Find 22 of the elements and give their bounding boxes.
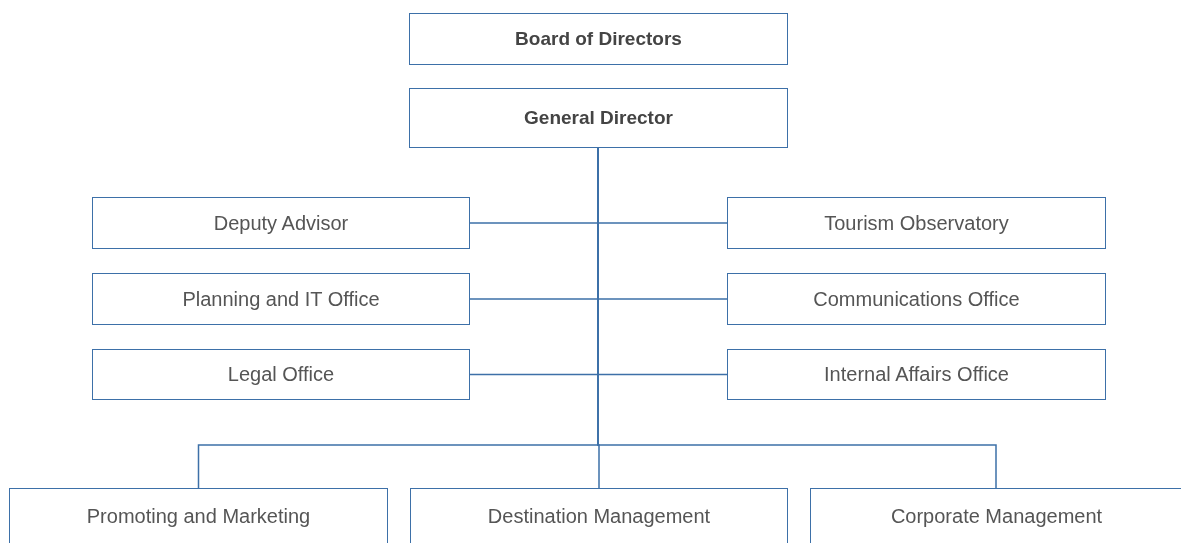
box-label: Promoting and Marketing	[86, 505, 311, 528]
org-box	[409, 88, 788, 148]
org-box	[810, 488, 1181, 543]
org-box	[92, 273, 470, 325]
org-box	[727, 349, 1106, 400]
box-label: Planning and IT Office	[182, 287, 380, 311]
org-box	[9, 488, 388, 543]
box-label: Communications Office	[813, 287, 1020, 311]
org-box	[409, 13, 788, 65]
box-label: General Director	[524, 107, 673, 129]
box-label: Tourism Observatory	[824, 211, 1009, 235]
org-box	[727, 197, 1106, 249]
org-box	[92, 349, 470, 400]
box-label: Internal Affairs Office	[824, 363, 1009, 386]
box-label: Board of Directors	[515, 28, 682, 50]
box-label: Destination Management	[487, 505, 711, 528]
org-box	[410, 488, 788, 543]
org-box	[92, 197, 470, 249]
box-label: Corporate Management	[890, 505, 1103, 528]
box-label: Deputy Advisor	[213, 211, 349, 235]
box-label: Legal Office	[227, 363, 335, 386]
org-box	[727, 273, 1106, 325]
